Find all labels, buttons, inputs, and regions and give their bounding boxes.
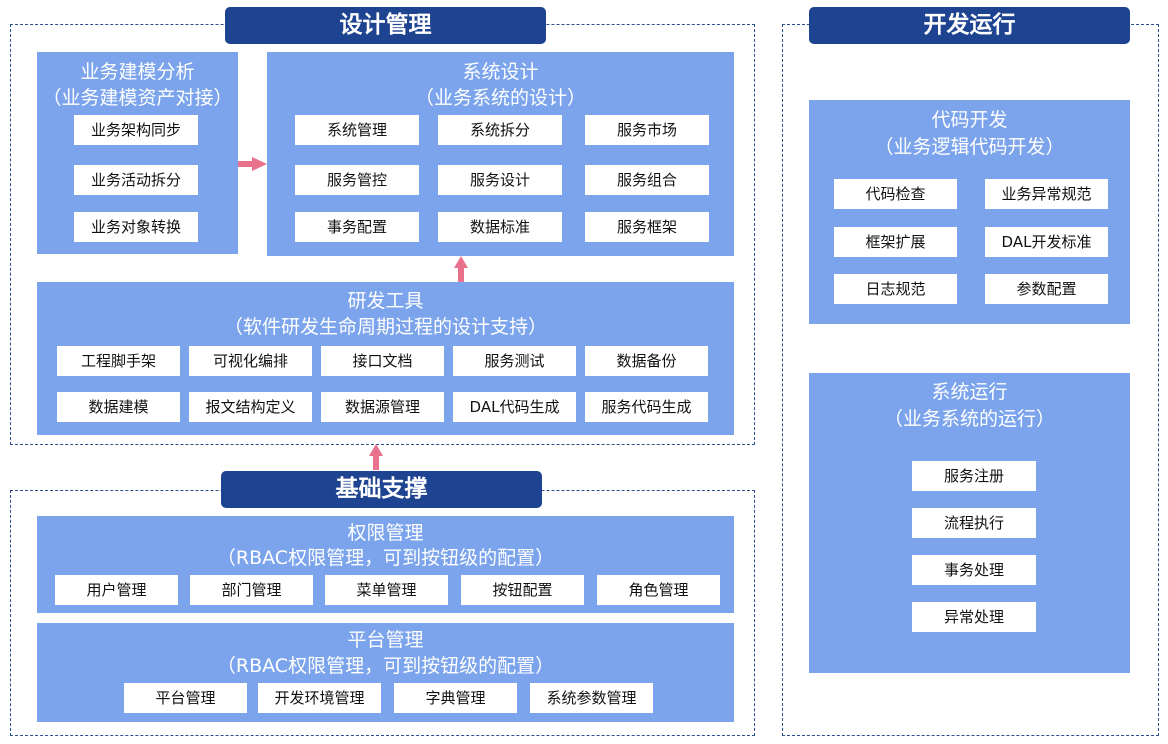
system-design-panel: 系统设计 （业务系统的设计） 系统管理 系统拆分 服务市场 服务管控 服务设计 … — [267, 52, 734, 256]
chip-dal-codegen: DAL代码生成 — [453, 392, 576, 422]
chip-business-exception-spec: 业务异常规范 — [985, 179, 1108, 209]
chip-transaction-config: 事务配置 — [295, 212, 419, 242]
system-runtime-subtitle: （业务系统的运行） — [883, 408, 1055, 430]
dev-tools-title: 研发工具 — [347, 290, 424, 312]
chip-user-management: 用户管理 — [55, 575, 178, 605]
chip-system-split: 系统拆分 — [438, 115, 562, 145]
code-development-title: 代码开发 — [931, 109, 1008, 131]
chip-data-modeling: 数据建模 — [57, 392, 180, 422]
arrow-foundation-to-design — [369, 444, 383, 470]
chip-role-management: 角色管理 — [597, 575, 720, 605]
chip-exception-handling: 异常处理 — [912, 602, 1036, 632]
platform-management-panel: 平台管理 （RBAC权限管理，可到按钮级的配置） 平台管理 开发环境管理 字典管… — [37, 623, 734, 722]
chip-dal-dev-standard: DAL开发标准 — [985, 227, 1108, 257]
business-modeling-subtitle: （业务建模资产对接） — [42, 87, 233, 109]
business-modeling-title: 业务建模分析 — [80, 61, 195, 83]
chip-visual-orchestration: 可视化编排 — [189, 346, 312, 376]
dev-tools-panel: 研发工具 （软件研发生命周期过程的设计支持） 工程脚手架 可视化编排 接口文档 … — [37, 282, 734, 435]
chip-api-docs: 接口文档 — [321, 346, 444, 376]
arrow-modeling-to-system-design — [238, 157, 267, 171]
chip-framework-extension: 框架扩展 — [834, 227, 957, 257]
chip-data-standard: 数据标准 — [438, 212, 562, 242]
chip-dev-env-management: 开发环境管理 — [258, 683, 381, 713]
chip-business-object-convert: 业务对象转换 — [74, 212, 198, 242]
chip-service-testing: 服务测试 — [453, 346, 576, 376]
chip-platform-management: 平台管理 — [124, 683, 247, 713]
chip-system-management: 系统管理 — [295, 115, 419, 145]
permission-management-panel: 权限管理 （RBAC权限管理，可到按钮级的配置） 用户管理 部门管理 菜单管理 … — [37, 516, 734, 613]
chip-scaffold: 工程脚手架 — [57, 346, 180, 376]
chip-department-management: 部门管理 — [190, 575, 313, 605]
code-development-subtitle: （业务逻辑代码开发） — [874, 136, 1065, 158]
system-runtime-panel: 系统运行 （业务系统的运行） 服务注册 流程执行 事务处理 异常处理 — [809, 373, 1130, 673]
chip-business-activity-split: 业务活动拆分 — [74, 165, 198, 195]
code-development-panel: 代码开发 （业务逻辑代码开发） 代码检查 业务异常规范 框架扩展 DAL开发标准… — [809, 100, 1130, 324]
chip-service-composition: 服务组合 — [585, 165, 709, 195]
chip-transaction-processing: 事务处理 — [912, 555, 1036, 585]
system-design-title: 系统设计 — [462, 61, 539, 83]
chip-datasource-management: 数据源管理 — [321, 392, 444, 422]
platform-management-subtitle: （RBAC权限管理，可到按钮级的配置） — [216, 655, 555, 677]
design-management-header: 设计管理 — [225, 7, 546, 44]
chip-data-backup: 数据备份 — [585, 346, 708, 376]
chip-process-execution: 流程执行 — [912, 508, 1036, 538]
chip-service-market: 服务市场 — [585, 115, 709, 145]
chip-service-codegen: 服务代码生成 — [585, 392, 708, 422]
arrow-tools-to-system-design — [454, 256, 468, 282]
chip-service-registration: 服务注册 — [912, 461, 1036, 491]
chip-code-check: 代码检查 — [834, 179, 957, 209]
foundation-support-header: 基础支撑 — [221, 471, 542, 508]
chip-logging-spec: 日志规范 — [834, 274, 957, 304]
chip-message-structure: 报文结构定义 — [189, 392, 312, 422]
chip-parameter-config: 参数配置 — [985, 274, 1108, 304]
chip-menu-management: 菜单管理 — [325, 575, 448, 605]
chip-dictionary-management: 字典管理 — [394, 683, 517, 713]
business-modeling-panel: 业务建模分析 （业务建模资产对接） 业务架构同步 业务活动拆分 业务对象转换 — [37, 52, 238, 254]
chip-service-design: 服务设计 — [438, 165, 562, 195]
chip-service-control: 服务管控 — [295, 165, 419, 195]
dev-tools-subtitle: （软件研发生命周期过程的设计支持） — [223, 316, 547, 338]
platform-management-title: 平台管理 — [347, 629, 424, 651]
permission-management-subtitle: （RBAC权限管理，可到按钮级的配置） — [216, 547, 555, 569]
chip-system-param-management: 系统参数管理 — [530, 683, 653, 713]
permission-management-title: 权限管理 — [347, 522, 424, 544]
system-design-subtitle: （业务系统的设计） — [414, 87, 586, 109]
system-runtime-title: 系统运行 — [931, 381, 1008, 403]
dev-runtime-header: 开发运行 — [809, 7, 1130, 44]
chip-business-arch-sync: 业务架构同步 — [74, 115, 198, 145]
chip-service-framework: 服务框架 — [585, 212, 709, 242]
chip-button-config: 按钮配置 — [461, 575, 584, 605]
